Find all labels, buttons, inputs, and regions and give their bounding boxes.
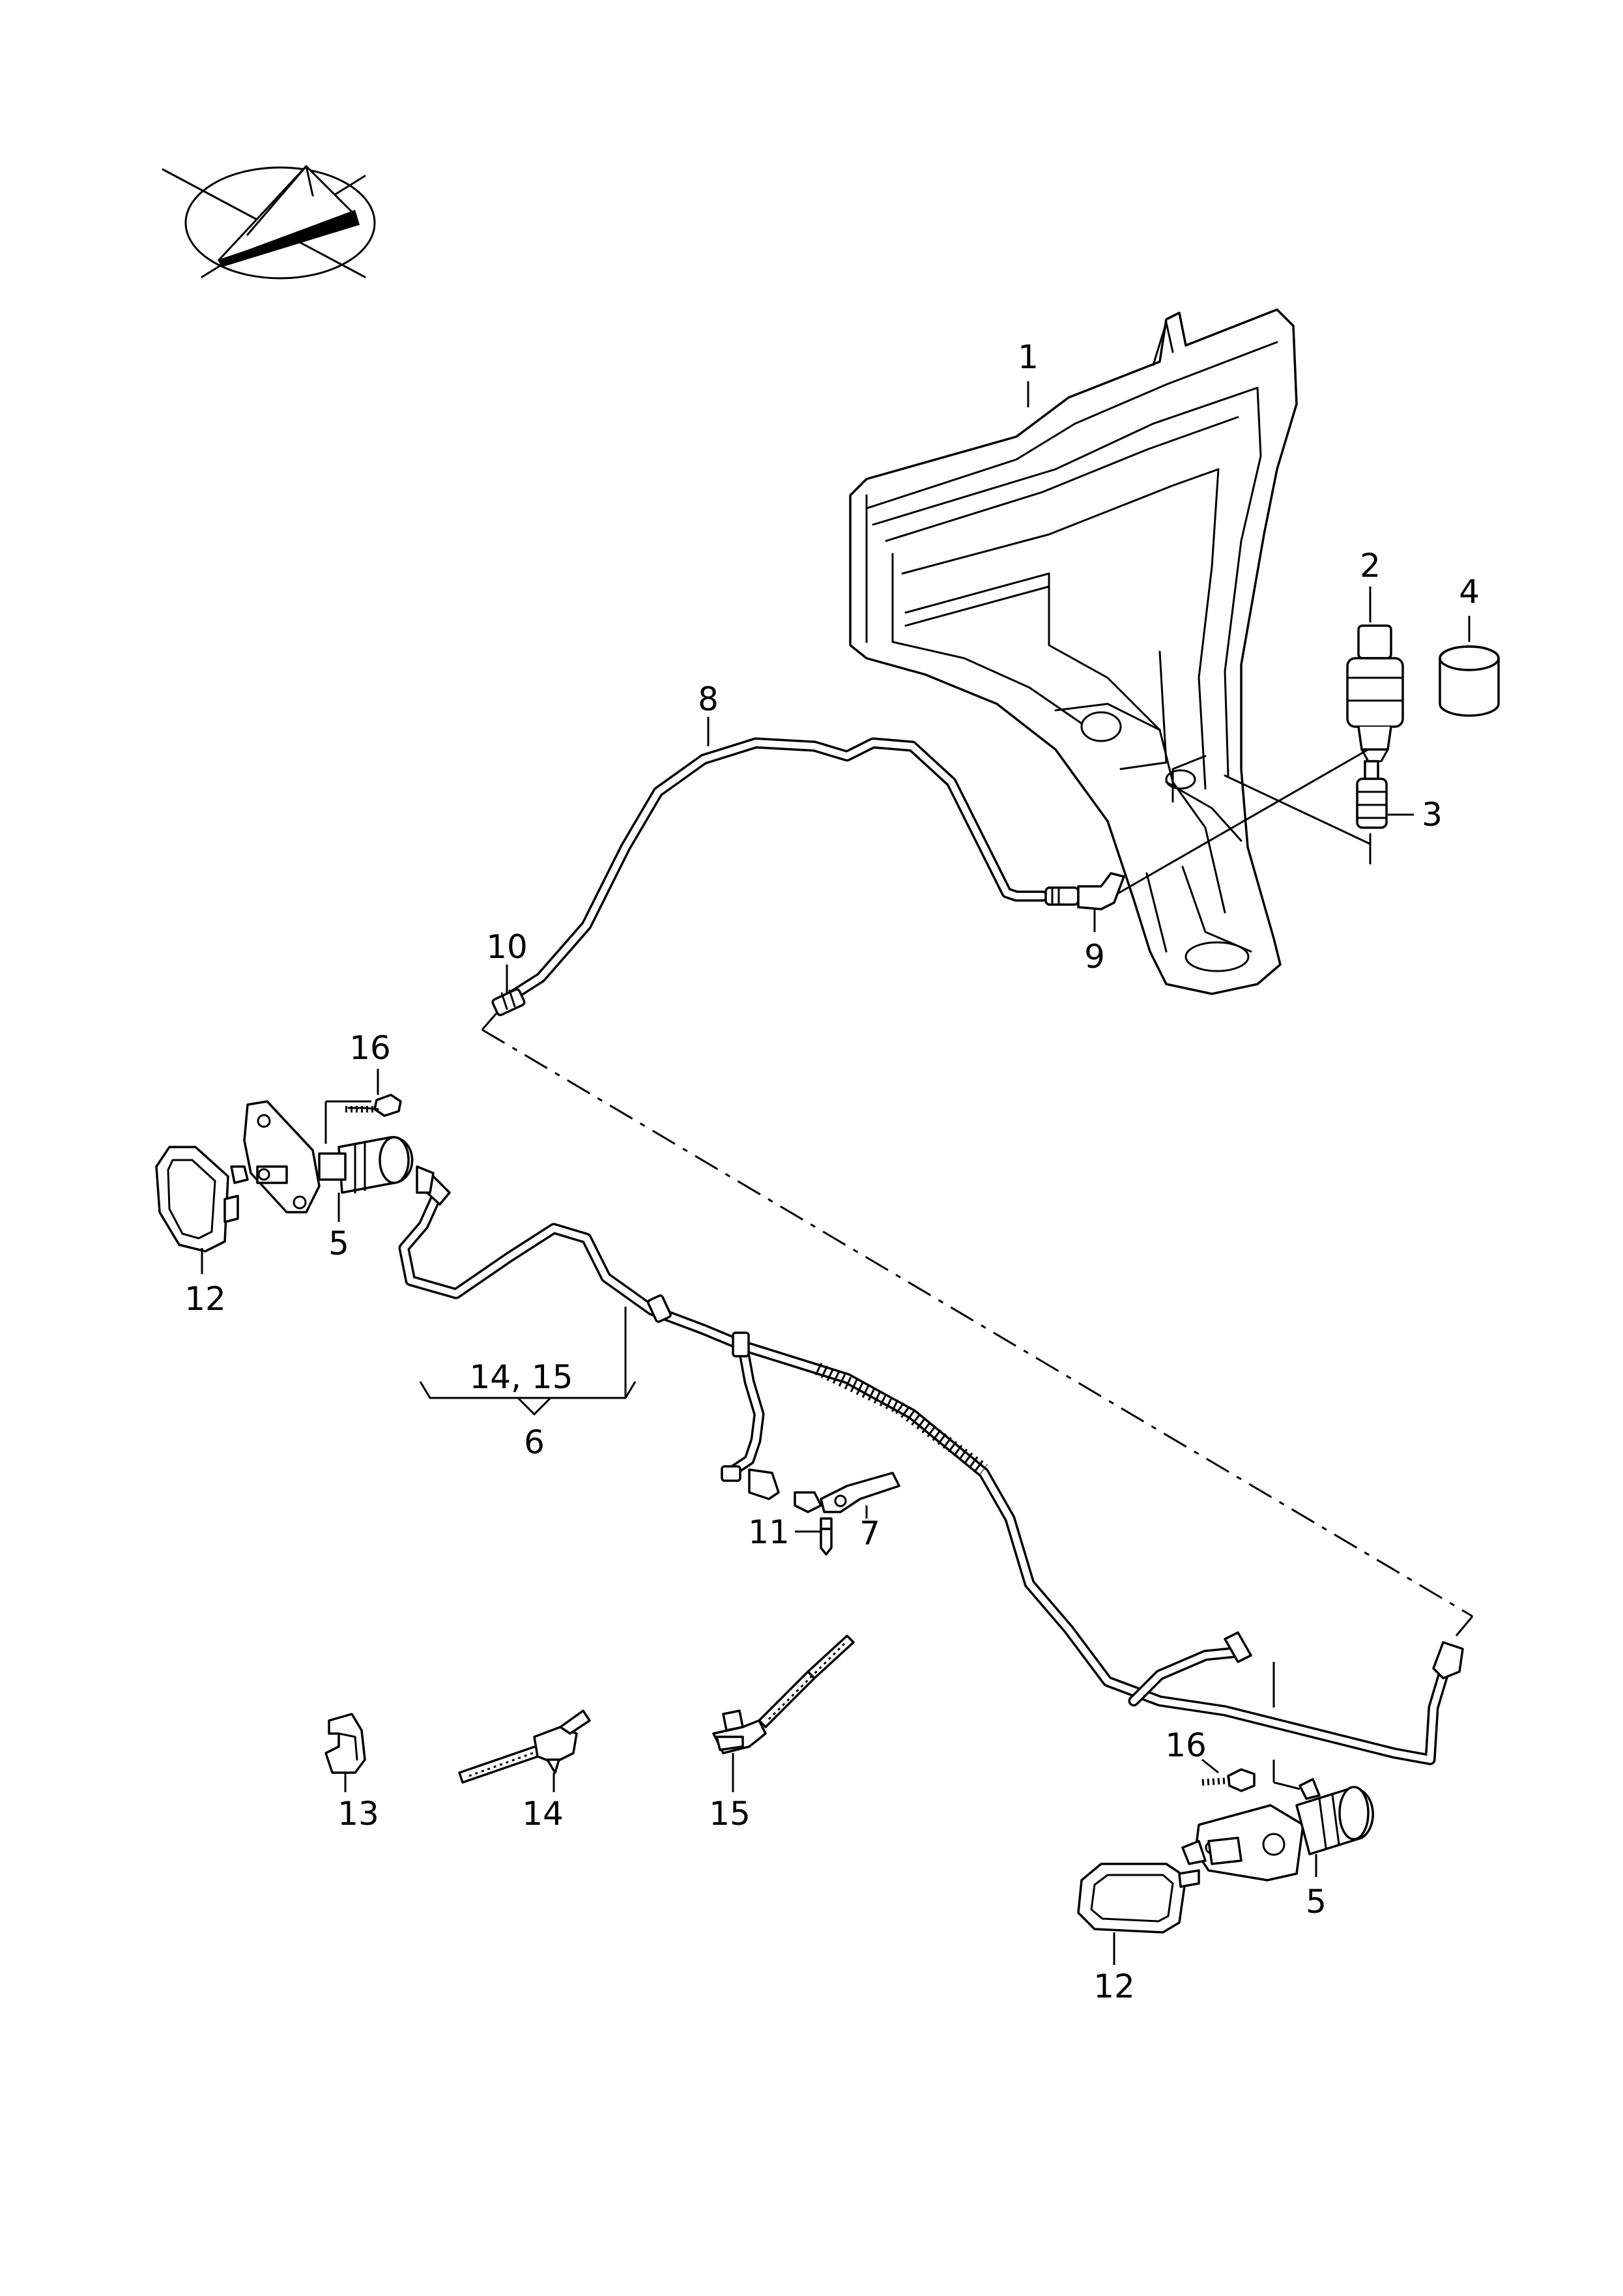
callout-15: 15 — [709, 1795, 751, 1833]
leader-lines — [201, 381, 1471, 1965]
cable-tie-15 — [712, 1635, 855, 1754]
elbow-connector — [1044, 872, 1125, 910]
callout-7: 7 — [859, 1515, 880, 1552]
cable-tie-14 — [458, 1709, 591, 1784]
nozzle-cap-left — [155, 1146, 239, 1253]
callout-8: 8 — [698, 680, 719, 718]
nozzle-cap-right — [1077, 1863, 1200, 1934]
callout-3: 3 — [1422, 796, 1443, 834]
bolt-16-bottom — [1201, 1768, 1256, 1792]
washer-nozzle-right — [1181, 1662, 1374, 1882]
callout-16-bottom: 16 — [1165, 1726, 1207, 1764]
callout-labels: 1 2 4 3 8 9 10 16 5 12 14, 15 6 11 7 13 … — [184, 338, 1480, 2005]
hose-assembly-lower — [398, 1175, 1464, 1766]
callout-6: 6 — [524, 1423, 545, 1461]
callout-2: 2 — [1360, 547, 1381, 585]
bolt-16-top — [345, 1094, 402, 1117]
hose-upper — [499, 737, 1048, 1006]
clip — [324, 1713, 366, 1774]
pump-grommet — [1439, 645, 1500, 717]
callout-1: 1 — [1018, 338, 1039, 376]
washer-fluid-reservoir — [849, 308, 1298, 995]
assembly-lines — [481, 748, 1474, 1636]
bolt-small — [820, 1517, 833, 1556]
callout-12-left: 12 — [184, 1280, 226, 1318]
callout-14: 14 — [522, 1795, 564, 1833]
callout-13: 13 — [338, 1795, 379, 1833]
callout-5-right: 5 — [1306, 1883, 1327, 1921]
callout-9: 9 — [1084, 938, 1105, 976]
inline-connector — [491, 988, 526, 1017]
callout-14-15: 14, 15 — [469, 1358, 573, 1396]
hose-bracket — [748, 1468, 900, 1513]
callout-12-right: 12 — [1093, 1968, 1135, 2005]
orientation-arrow-icon — [162, 164, 376, 280]
callout-16-top: 16 — [349, 1029, 391, 1067]
callout-11: 11 — [748, 1513, 790, 1551]
callout-4: 4 — [1459, 573, 1480, 611]
washer-nozzle-left — [230, 1100, 435, 1213]
pump-filter — [1356, 777, 1388, 829]
callout-5-left: 5 — [328, 1225, 349, 1262]
washer-pump — [1346, 624, 1404, 783]
callout-10: 10 — [486, 928, 528, 966]
